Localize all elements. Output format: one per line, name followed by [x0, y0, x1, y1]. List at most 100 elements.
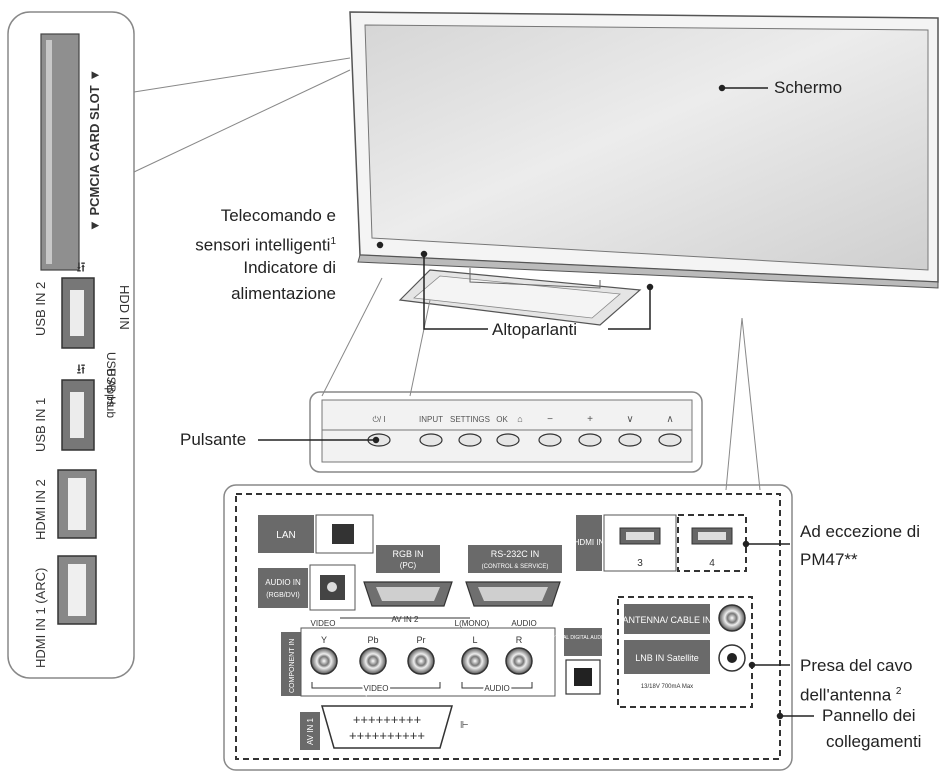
ch-up-button[interactable] [658, 433, 682, 447]
usb2-label: USB IN 2 [33, 282, 48, 336]
rs232-sublabel: (CONTROL & SERVICE) [482, 564, 549, 570]
mono-label: L(MONO) [455, 619, 490, 628]
tv-screen [364, 24, 929, 271]
audio-in-label-box [258, 568, 308, 608]
usb1-label: USB IN 1 [33, 398, 48, 452]
hdmi4-label: 4 [709, 558, 715, 569]
callout-presa-1: Presa del cavo [800, 656, 913, 675]
optical-label-box [564, 628, 602, 656]
rs232-label: RS-232C IN [491, 549, 540, 559]
tv-stand-inner [413, 275, 621, 319]
audio-in-label: AUDIO IN [265, 578, 301, 587]
callout-sensori-note: 1 [330, 236, 336, 247]
callout-ad-eccezione-2: PM47** [800, 550, 858, 569]
btn-ch-down-label: ∨ [626, 414, 633, 425]
ch-down-button[interactable] [618, 433, 642, 447]
y-label: Y [321, 635, 327, 645]
callout-altoparlanti: Altoparlanti [492, 320, 578, 339]
callout-telecomando-line1: Telecomando e [220, 206, 336, 225]
callout-alimentazione: alimentazione [231, 284, 336, 303]
pr-jack [407, 647, 435, 675]
lnb-volt-label: 13/18V 700mA Max [641, 684, 693, 690]
hdmi2-label: HDMI IN 2 [33, 479, 48, 540]
tv-stand-neck [469, 268, 601, 289]
hdmi-in-label-box [576, 515, 602, 571]
av-in1-label: AV IN 1 [306, 717, 315, 745]
scart-row2: ++++++++++ [349, 728, 425, 743]
audio-top-label: AUDIO [511, 619, 536, 628]
pb-jack [359, 647, 387, 675]
btn-settings-label: SETTINGS [450, 415, 490, 424]
callout-pulsante: Pulsante [180, 430, 247, 449]
callout-sensori: sensori intelligenti1 [100, 230, 336, 258]
pcmcia-label: ▼ PCMCIA CARD SLOT ▼ [87, 69, 102, 232]
vol-plus-button[interactable] [578, 433, 602, 447]
tv-bezel-bottom [357, 254, 939, 289]
rgb-in-label: RGB IN [392, 549, 423, 559]
antenna-label-box [624, 604, 710, 634]
btn-vol-plus-label: + [587, 414, 593, 425]
av-in1-label-box [300, 712, 320, 750]
scart-port [321, 705, 453, 749]
ok-button[interactable] [496, 433, 520, 447]
hdd-in-label: HDD IN [117, 285, 132, 330]
btn-ch-up-label: ∧ [666, 414, 673, 425]
antenna-jack [718, 604, 746, 632]
callout-presa-2-text: dell'antenna [800, 685, 892, 705]
btn-ok-label: OK [496, 415, 508, 424]
btn-vol-minus-label: − [547, 414, 553, 425]
rgb-in-label-box [376, 545, 440, 573]
hdmi1-label: HDMI IN 1 (ARC) [33, 568, 48, 668]
callout-presa-2: dell'antenna 2 [800, 680, 901, 708]
side-panel: ▼ PCMCIA CARD SLOT ▼ ⭿ ⭿ USB IN 2 USB Ap… [7, 11, 135, 679]
usb-hub-label: USB Hub [104, 368, 118, 418]
y-jack [310, 647, 338, 675]
input-button[interactable] [419, 433, 443, 447]
btn-home-label: ⌂ [517, 414, 522, 424]
callout-telecomando: Telecomando e [160, 204, 336, 228]
l-label: L [472, 635, 477, 645]
vol-minus-button[interactable] [538, 433, 562, 447]
callout-indicatore: Indicatore di [243, 258, 336, 277]
component-in-label-box [281, 632, 301, 696]
audio-in-sublabel: (RGB/DVI) [266, 592, 299, 599]
callout-sensori-text: sensori intelligenti [195, 235, 331, 255]
lnb-in-label: LNB IN Satellite [635, 653, 699, 663]
rear-panel: LAN AUDIO IN (RGB/DVI) RGB IN (PC) RS-23… [223, 484, 793, 771]
btn-power-label: ⏻/ I [373, 415, 386, 424]
video-bottom-label: VIDEO [364, 684, 389, 693]
lan-label: LAN [276, 530, 295, 541]
tv-set [349, 11, 939, 326]
callout-presa-note: 2 [895, 686, 902, 697]
pr-label: Pr [417, 635, 426, 645]
scart-pin-icon: ⊩ [460, 720, 469, 731]
audio-r-jack [505, 647, 533, 675]
callout-schermo: Schermo [774, 78, 843, 97]
rs232-label-box [468, 545, 562, 573]
optical-label: OPTICAL DIGITAL AUDIO OUT [548, 635, 618, 641]
btn-input-label: INPUT [419, 415, 443, 424]
component-in-label: COMPONENT IN [289, 639, 296, 693]
pb-label: Pb [367, 635, 378, 645]
rear-panel-dashed [235, 493, 781, 760]
av-in2-label: AV IN 2 [392, 615, 420, 624]
callout-pannello-1: Pannello dei [822, 706, 916, 725]
usb-icon: ⭿ [76, 259, 85, 275]
rgb-in-sublabel: (PC) [400, 561, 417, 570]
callout-pannello-2: collegamenti [826, 732, 922, 751]
hdmi-in-label: HDMI IN [574, 538, 605, 547]
usb-icon: ⭿ [76, 361, 85, 377]
settings-button[interactable] [458, 433, 482, 447]
audio-l-jack [461, 647, 489, 675]
hdmi3-label: 3 [637, 558, 643, 569]
video-top-label: VIDEO [311, 619, 336, 628]
callout-ad-eccezione-1: Ad eccezione di [800, 522, 921, 541]
antenna-cable-label: ANTENNA/ CABLE IN [622, 615, 711, 625]
r-label: R [516, 635, 523, 645]
usb-apps-label: USB Apps [104, 352, 118, 407]
scart-row1: +++++++++ [353, 712, 421, 727]
lan-label-box [258, 515, 314, 553]
buttons-strip: ⏻/ I INPUT SETTINGS OK ⌂ − + ∨ ∧ [309, 391, 703, 473]
audio-bottom-label: AUDIO [484, 684, 509, 693]
